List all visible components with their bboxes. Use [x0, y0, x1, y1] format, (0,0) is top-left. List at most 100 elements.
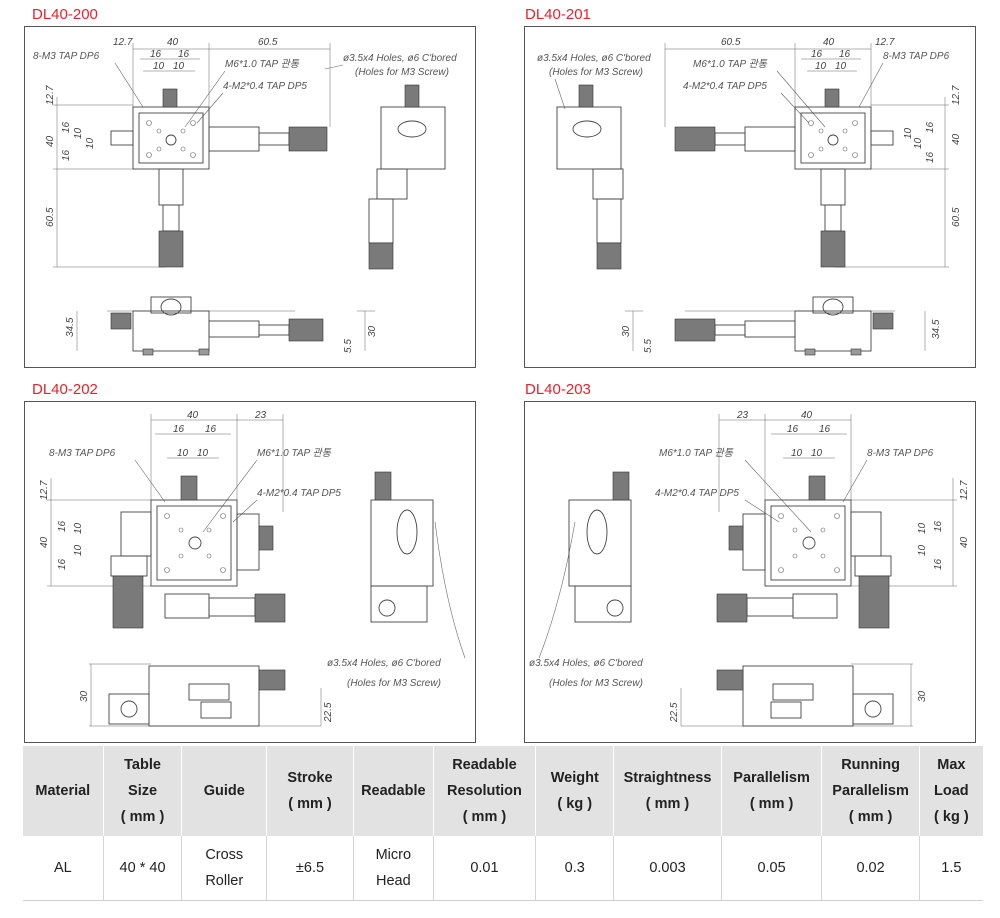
header-readable: Readable	[353, 746, 434, 836]
technical-drawing-dl40-200: 12.7 40 60.5 16 16 10 10 8-M3 TAP DP6 M6…	[33, 37, 457, 356]
model-label-dl40-201: DL40-201	[525, 6, 591, 23]
dim-left-16b: 16	[57, 558, 68, 570]
dim-side-5.5: 5.5	[343, 339, 354, 353]
cell-parallelism: 0.05	[721, 836, 823, 901]
dim-top-10b: 10	[835, 61, 847, 72]
dim-right-40: 40	[959, 536, 970, 548]
dim-left-40: 40	[39, 536, 50, 548]
dim-top-16b: 16	[205, 424, 217, 435]
model-label-dl40-200: DL40-200	[32, 6, 98, 23]
cell-readable: Micro Head	[353, 836, 434, 901]
dim-top-10b: 10	[173, 61, 185, 72]
dim-side-34.5: 34.5	[65, 317, 76, 337]
note-cbored-holes: ø3.5x4 Holes, ø6 C'bored	[327, 658, 441, 669]
dim-left-10b: 10	[73, 544, 84, 556]
dim-top-10a: 10	[177, 448, 189, 459]
table-row: AL 40 * 40 Cross Roller ±6.5 Micro Head …	[23, 836, 983, 901]
dim-top-40: 40	[167, 37, 179, 48]
technical-drawing-dl40-203: 23 40 16 16 10 10 M6*1.0 TAP 관통 4-M2*0.4…	[529, 410, 970, 727]
dim-left-12.7: 12.7	[45, 85, 56, 105]
note-m3-tap: 8-M3 TAP DP6	[867, 448, 934, 459]
dim-top-16a: 16	[173, 424, 185, 435]
dim-top-16a: 16	[787, 424, 799, 435]
note-m3-screw: (Holes for M3 Screw)	[549, 67, 643, 78]
dim-right-10a: 10	[903, 127, 914, 139]
dim-left-12.7: 12.7	[39, 480, 50, 500]
model-label-dl40-203: DL40-203	[525, 381, 591, 398]
dim-side-22.5: 22.5	[323, 702, 334, 723]
model-label-dl40-202: DL40-202	[32, 381, 98, 398]
drawing-panel-dl40-203: 23 40 16 16 10 10 M6*1.0 TAP 관통 4-M2*0.4…	[524, 401, 976, 743]
dim-top-40: 40	[187, 410, 199, 421]
dim-top-40: 40	[801, 410, 813, 421]
dim-side-5.5: 5.5	[643, 339, 654, 353]
note-m3-screw: (Holes for M3 Screw)	[347, 678, 441, 689]
dim-side-30: 30	[367, 325, 378, 337]
drawing-panel-dl40-200: 12.7 40 60.5 16 16 10 10 8-M3 TAP DP6 M6…	[24, 26, 476, 368]
technical-drawing-dl40-202: 40 23 16 16 10 10 8-M3 TAP DP6 M6*1.0 TA…	[39, 410, 466, 727]
note-cbored-holes: ø3.5x4 Holes, ø6 C'bored	[343, 53, 457, 64]
dim-left-16a: 16	[57, 520, 68, 532]
note-cbored-holes: ø3.5x4 Holes, ø6 C'bored	[529, 658, 643, 669]
dim-top-10a: 10	[791, 448, 803, 459]
dim-top-40: 40	[823, 37, 835, 48]
dim-left-10b: 10	[85, 137, 96, 149]
dim-right-16b: 16	[933, 558, 944, 570]
dim-top-60.5: 60.5	[721, 37, 741, 48]
dim-top-16b: 16	[819, 424, 831, 435]
dim-right-12.7: 12.7	[951, 85, 962, 105]
header-table-size: Table Size ( mm )	[103, 746, 183, 836]
dim-top-16a: 16	[150, 49, 162, 60]
note-m2-tap: 4-M2*0.4 TAP DP5	[683, 81, 767, 92]
dim-side-30: 30	[621, 325, 632, 337]
note-m3-screw: (Holes for M3 Screw)	[549, 678, 643, 689]
dim-right-10a: 10	[917, 522, 928, 534]
dim-top-23: 23	[736, 410, 749, 421]
cell-material: AL	[23, 836, 104, 901]
header-stroke: Stroke ( mm )	[266, 746, 354, 836]
dim-right-12.7: 12.7	[959, 480, 970, 500]
dim-top-12.7: 12.7	[113, 37, 133, 48]
cell-table-size: 40 * 40	[103, 836, 183, 901]
header-parallelism: Parallelism ( mm )	[721, 746, 823, 836]
drawing-panel-dl40-202: 40 23 16 16 10 10 8-M3 TAP DP6 M6*1.0 TA…	[24, 401, 476, 743]
dim-left-60.5: 60.5	[45, 207, 56, 227]
header-max-load: Max Load ( kg )	[919, 746, 983, 836]
note-m2-tap: 4-M2*0.4 TAP DP5	[223, 81, 307, 92]
note-m6-tap: M6*1.0 TAP 관통	[225, 58, 300, 70]
dim-top-16b: 16	[839, 49, 851, 60]
cell-running-parallelism: 0.02	[821, 836, 920, 901]
header-material: Material	[23, 746, 104, 836]
note-m3-tap: 8-M3 TAP DP6	[883, 51, 950, 62]
cell-stroke: ±6.5	[266, 836, 354, 901]
dim-right-10b: 10	[913, 137, 924, 149]
dim-side-30: 30	[79, 690, 90, 702]
spec-header-row: Material Table Size ( mm ) Guide Stroke …	[23, 746, 983, 836]
dim-right-10b: 10	[917, 544, 928, 556]
cell-max-load: 1.5	[919, 836, 983, 901]
header-straightness: Straightness ( mm )	[613, 746, 722, 836]
cell-guide: Cross Roller	[181, 836, 268, 901]
technical-drawing-dl40-201: 60.5 40 12.7 16 16 10 10 ø3.5x4 Holes, ø…	[537, 37, 962, 356]
note-m6-tap: M6*1.0 TAP 관통	[257, 447, 332, 459]
dim-side-22.5: 22.5	[669, 702, 680, 723]
dim-top-16b: 16	[178, 49, 190, 60]
dim-left-10a: 10	[73, 522, 84, 534]
cell-readable-resolution: 0.01	[433, 836, 537, 901]
note-m6-tap: M6*1.0 TAP 관통	[659, 447, 734, 459]
dim-top-10a: 10	[153, 61, 165, 72]
cell-weight: 0.3	[535, 836, 615, 901]
dim-left-16a: 16	[61, 121, 72, 133]
dim-left-16b: 16	[61, 149, 72, 161]
spec-table: Material Table Size ( mm ) Guide Stroke …	[23, 746, 983, 901]
dim-right-40: 40	[951, 133, 962, 145]
header-readable-resolution: Readable Resolution ( mm )	[433, 746, 537, 836]
note-m2-tap: 4-M2*0.4 TAP DP5	[655, 488, 739, 499]
dim-top-12.7: 12.7	[875, 37, 895, 48]
note-m6-tap: M6*1.0 TAP 관통	[693, 58, 768, 70]
note-m2-tap: 4-M2*0.4 TAP DP5	[257, 488, 341, 499]
dim-left-40: 40	[45, 135, 56, 147]
dim-top-16a: 16	[811, 49, 823, 60]
cell-straightness: 0.003	[613, 836, 722, 901]
dim-top-10a: 10	[815, 61, 827, 72]
